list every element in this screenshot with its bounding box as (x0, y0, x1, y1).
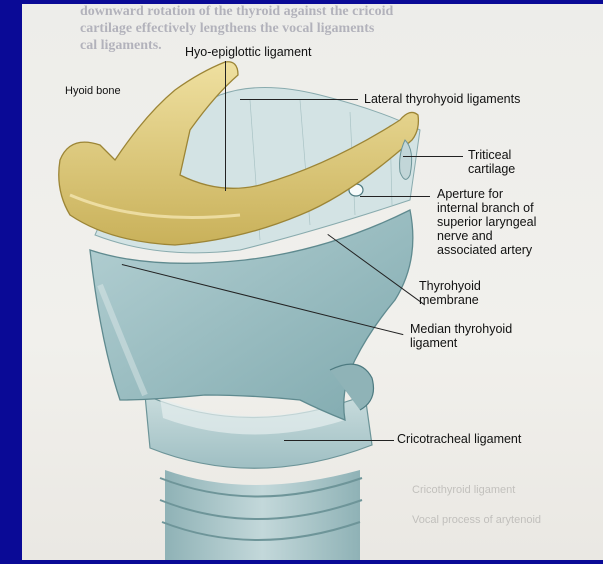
label-median-thyrohyoid-1: Median thyrohyoid (410, 322, 512, 336)
label-aperture-4: nerve and (437, 229, 493, 243)
label-aperture-3: superior laryngeal (437, 215, 536, 229)
leader-line (284, 440, 394, 441)
trachea (160, 470, 362, 560)
label-cricotracheal-ligament: Cricotracheal ligament (397, 432, 521, 446)
label-median-thyrohyoid-2: ligament (410, 336, 457, 350)
label-aperture-1: Aperture for (437, 187, 503, 201)
leader-line (360, 196, 430, 197)
anatomy-illustration: downward rotation of the thyroid against… (22, 4, 603, 560)
label-thyrohyoid-membrane-1: Thyrohyoid (419, 279, 481, 293)
label-lateral-thyrohyoid-ligaments: Lateral thyrohyoid ligaments (364, 92, 520, 106)
label-triticeal: Triticeal (468, 148, 511, 162)
label-aperture-5: associated artery (437, 243, 532, 257)
label-hyo-epiglottic-ligament: Hyo-epiglottic ligament (185, 45, 311, 59)
label-hyoid-bone: Hyoid bone (65, 84, 121, 98)
leader-line (403, 156, 463, 157)
leader-line (225, 61, 226, 191)
label-aperture-2: internal branch of (437, 201, 534, 215)
leader-line (240, 99, 358, 100)
label-triticeal-cartilage: cartilage (468, 162, 515, 176)
label-thyrohyoid-membrane-2: membrane (419, 293, 479, 307)
